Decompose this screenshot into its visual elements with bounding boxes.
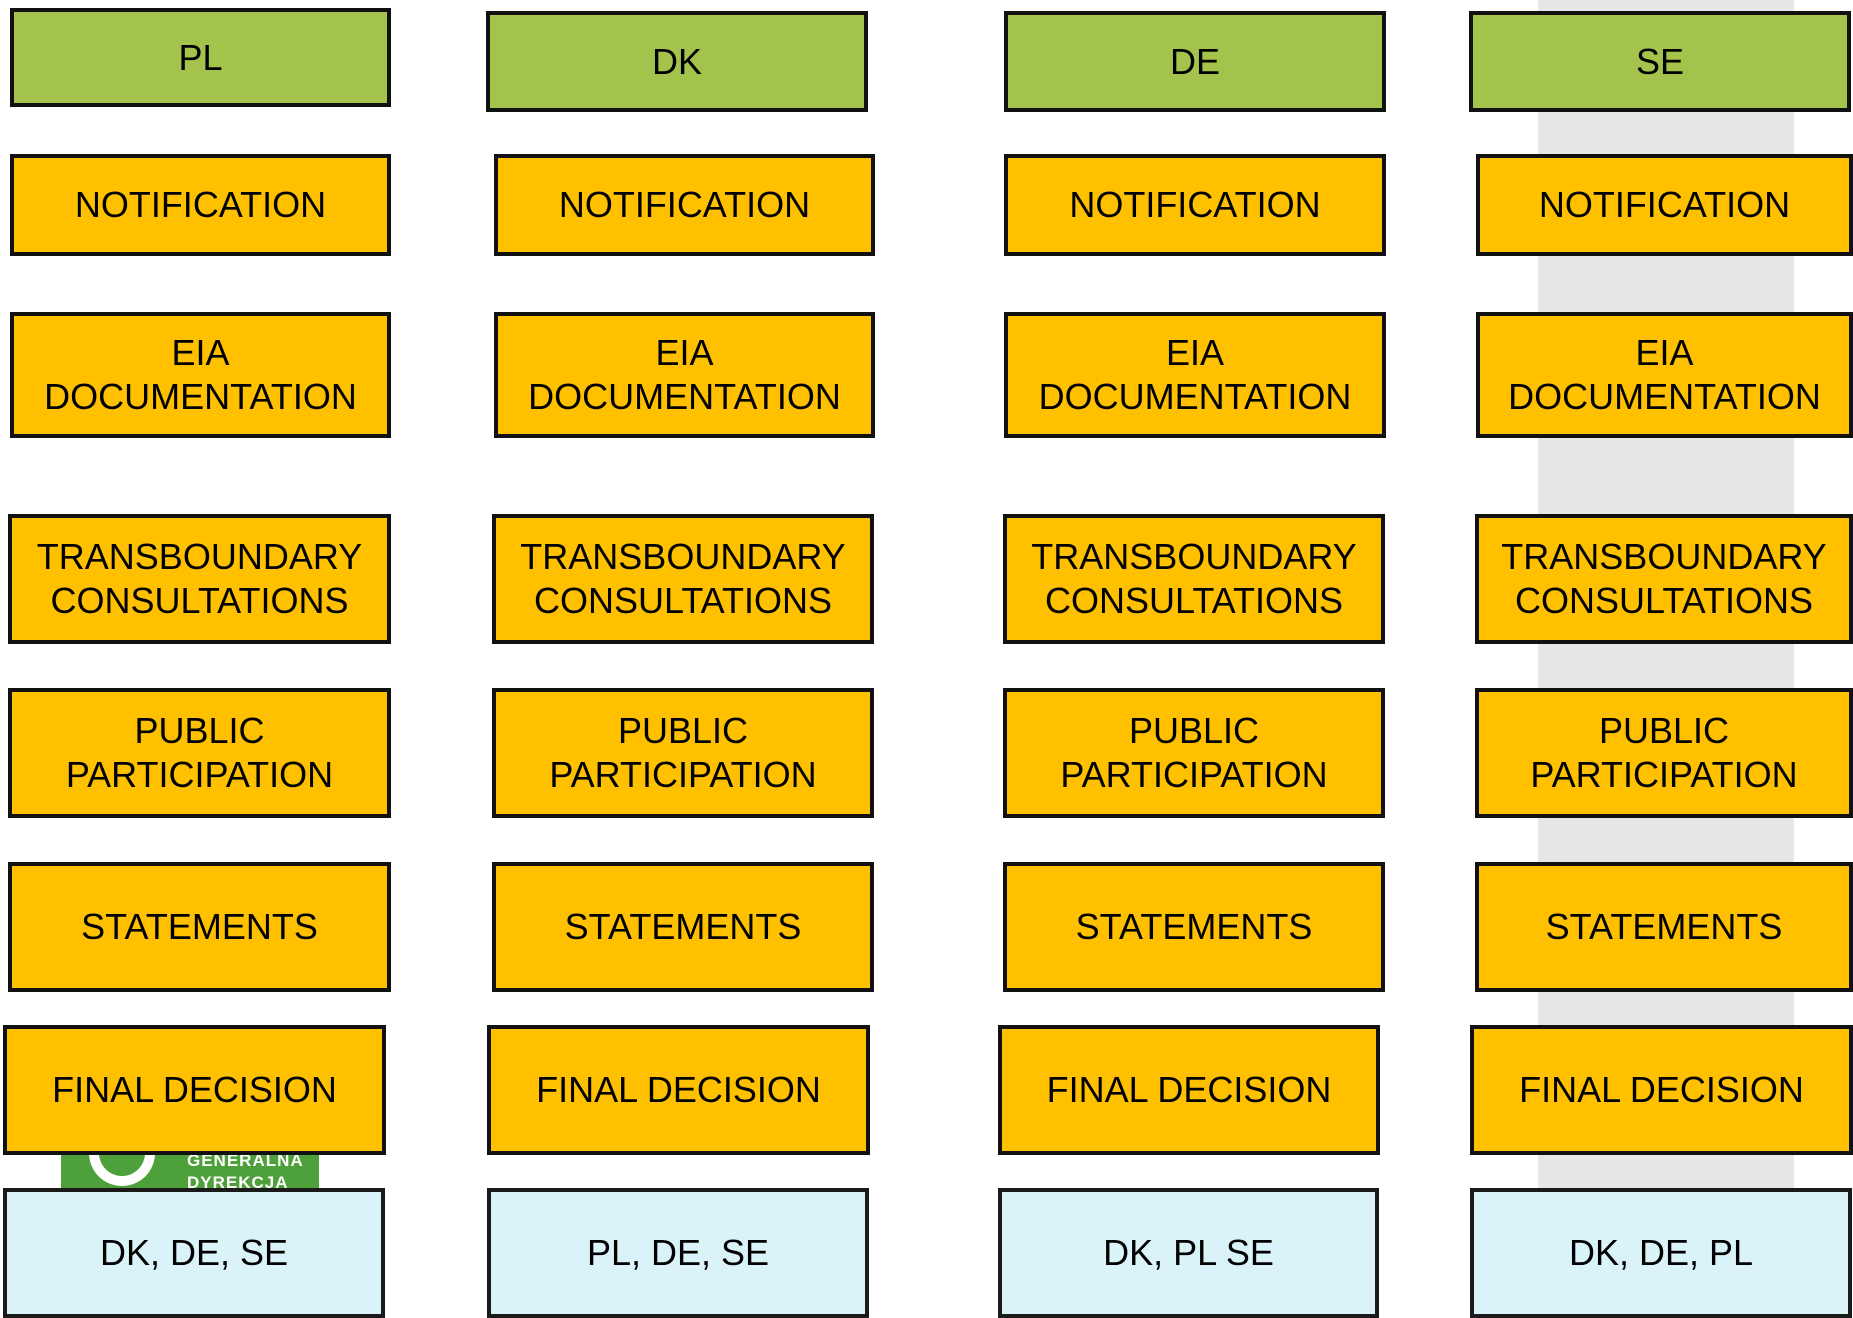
affected-parties-pl: DK, DE, SE <box>3 1188 385 1318</box>
stage-transboundary-consultations: TRANSBOUNDARY CONSULTATIONS <box>1475 514 1853 644</box>
logo-text: GENERALNA DYREKCJA <box>187 1151 304 1192</box>
stage-transboundary-consultations: TRANSBOUNDARY CONSULTATIONS <box>492 514 874 644</box>
stage-final-decision: FINAL DECISION <box>487 1025 870 1155</box>
stage-notification: NOTIFICATION <box>10 154 391 256</box>
stage-final-decision: FINAL DECISION <box>1470 1025 1853 1155</box>
stage-notification: NOTIFICATION <box>1476 154 1853 256</box>
stage-final-decision: FINAL DECISION <box>3 1025 386 1155</box>
stage-public-participation: PUBLIC PARTICIPATION <box>8 688 391 818</box>
affected-parties-se: DK, DE, PL <box>1470 1188 1852 1318</box>
affected-parties-de: DK, PL SE <box>998 1188 1379 1318</box>
stage-notification: NOTIFICATION <box>494 154 875 256</box>
stage-transboundary-consultations: TRANSBOUNDARY CONSULTATIONS <box>8 514 391 644</box>
stage-public-participation: PUBLIC PARTICIPATION <box>492 688 874 818</box>
stage-eia-documentation: EIA DOCUMENTATION <box>1476 312 1853 438</box>
affected-parties-dk: PL, DE, SE <box>487 1188 869 1318</box>
stage-eia-documentation: EIA DOCUMENTATION <box>10 312 391 438</box>
stage-statements: STATEMENTS <box>492 862 874 992</box>
stage-notification: NOTIFICATION <box>1004 154 1386 256</box>
country-header-de: DE <box>1004 11 1386 112</box>
stage-public-participation: PUBLIC PARTICIPATION <box>1003 688 1385 818</box>
stage-transboundary-consultations: TRANSBOUNDARY CONSULTATIONS <box>1003 514 1385 644</box>
country-header-se: SE <box>1469 11 1851 112</box>
stage-public-participation: PUBLIC PARTICIPATION <box>1475 688 1853 818</box>
logo-emblem-icon <box>89 1132 155 1186</box>
stage-statements: STATEMENTS <box>1475 862 1853 992</box>
stage-eia-documentation: EIA DOCUMENTATION <box>1004 312 1386 438</box>
stage-statements: STATEMENTS <box>8 862 391 992</box>
country-header-dk: DK <box>486 11 868 112</box>
stage-final-decision: FINAL DECISION <box>998 1025 1380 1155</box>
stage-eia-documentation: EIA DOCUMENTATION <box>494 312 875 438</box>
stage-statements: STATEMENTS <box>1003 862 1385 992</box>
country-header-pl: PL <box>10 8 391 107</box>
